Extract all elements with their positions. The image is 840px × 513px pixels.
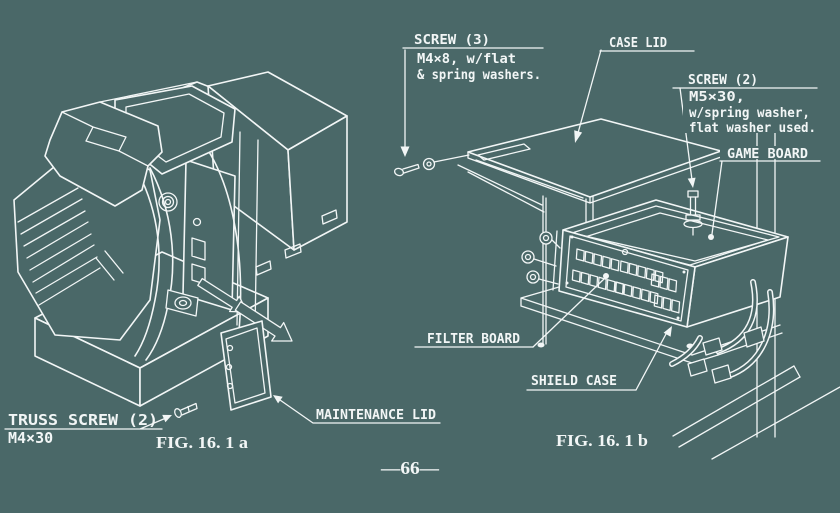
support-rod (542, 195, 547, 345)
floor-plank (672, 365, 840, 460)
truss-screw-icon (174, 402, 198, 418)
screw3-label: SCREW (3) (414, 32, 490, 48)
wing-bolts (521, 231, 561, 285)
figure-b-labels: SCREW (3) M4×8, w/flat & spring washers.… (402, 32, 821, 450)
page-number: —66— (380, 458, 440, 478)
cable-clamp (743, 326, 765, 348)
screw3-washer-label: & spring washers. (417, 67, 541, 83)
figure-a-caption: FIG. 16. 1 a (156, 433, 249, 452)
case-lid-label: CASE LID (609, 35, 667, 51)
removal-arrow-icon (234, 301, 293, 342)
figure-a-cabinet-drawing (4, 71, 441, 430)
louver-vents (17, 187, 101, 306)
filter-board-leader (532, 273, 609, 348)
caster-bracket (165, 289, 199, 317)
screw-icon (683, 190, 703, 236)
cable-connector (702, 337, 723, 356)
truss-screw-size-label: M4×30 (8, 429, 53, 447)
cable-connector (711, 364, 732, 384)
shield-case-leader (635, 326, 672, 391)
game-board-label: GAME BOARD (727, 146, 808, 162)
vent-slot (255, 260, 272, 276)
truss-screw-label: TRUSS SCREW (2) (8, 411, 158, 429)
filter-board-label: FILTER BOARD (427, 331, 520, 347)
game-board-leader (708, 160, 723, 240)
figure-b-caption: FIG. 16. 1 b (556, 431, 648, 450)
screw-washer-icon (393, 154, 470, 177)
filter-board-connectors (565, 235, 686, 320)
wiring-cables (669, 279, 775, 384)
maintenance-lid-leader (273, 395, 441, 424)
screw2-washer-label: w/spring washer, (689, 105, 810, 121)
lock-detail (158, 192, 178, 212)
maintenance-lid-label: MAINTENANCE LID (316, 407, 436, 423)
figure-b-assembly-drawing (393, 49, 840, 460)
truss-screw-leader (4, 402, 198, 430)
vent-slot (321, 209, 338, 225)
screw2-size-label: M5×30, (689, 89, 745, 105)
screw2-label: SCREW (2) (688, 72, 758, 88)
maintenance-lid-panel (220, 320, 272, 411)
screw2-leader (679, 87, 703, 236)
screw3-size-label: M4×8, w/flat (417, 51, 516, 67)
cabinet-hood (44, 101, 163, 207)
vent-slot (284, 243, 302, 259)
screw2-flat-washer-label: flat washer used. (689, 120, 816, 136)
screw3-leader (393, 49, 470, 177)
cable-connector (687, 358, 708, 377)
shield-case-label: SHIELD CASE (531, 373, 617, 389)
figure-a-labels: TRUSS SCREW (2) M4×30 MAINTENANCE LID FI… (8, 407, 436, 452)
case-lid-leader (574, 49, 602, 143)
lid-handle-slot (477, 143, 531, 161)
